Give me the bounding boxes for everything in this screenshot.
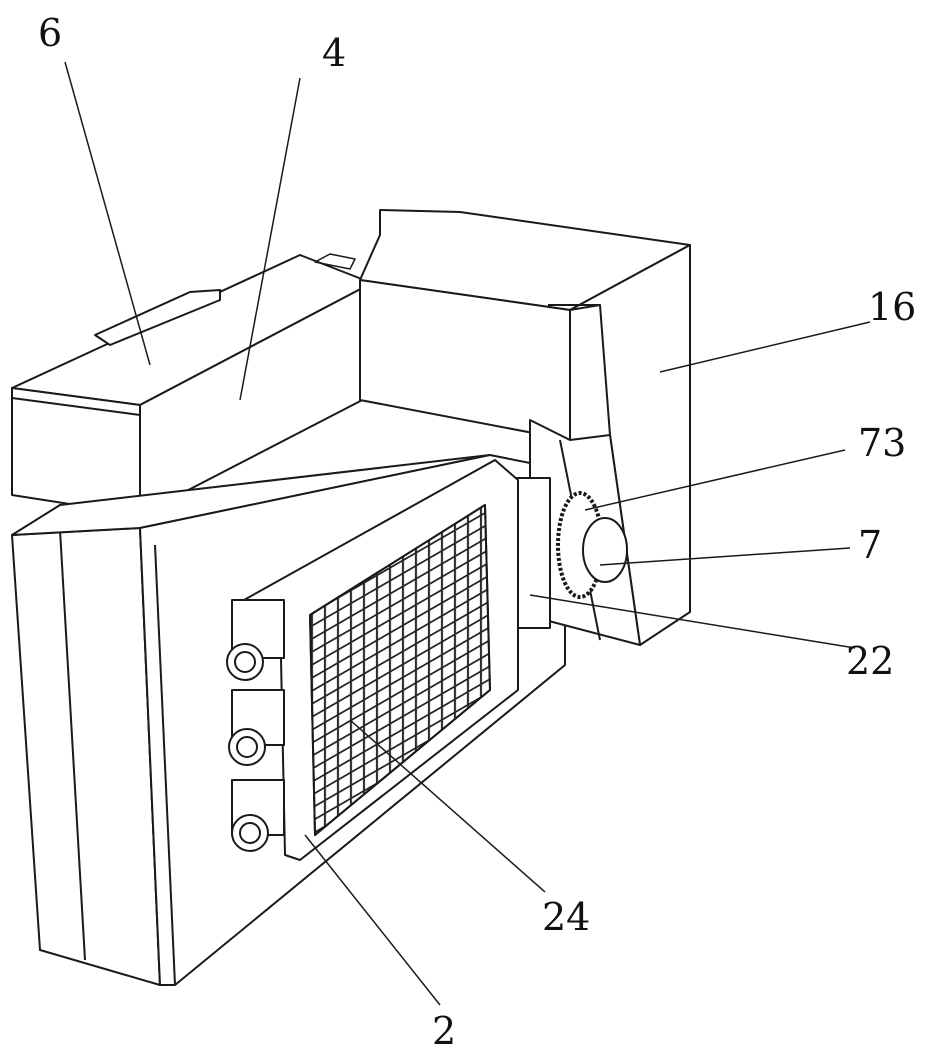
label-24: 24 (542, 898, 590, 936)
leader-2 (305, 835, 440, 1005)
leader-6 (65, 62, 150, 365)
label-16: 16 (868, 288, 916, 326)
label-7: 7 (858, 526, 882, 564)
label-6: 6 (38, 14, 62, 52)
leader-16 (660, 322, 870, 372)
label-2: 2 (432, 1012, 456, 1050)
label-4: 4 (322, 34, 346, 72)
label-73: 73 (858, 424, 906, 462)
knobs (227, 600, 284, 851)
label-22: 22 (846, 642, 894, 680)
